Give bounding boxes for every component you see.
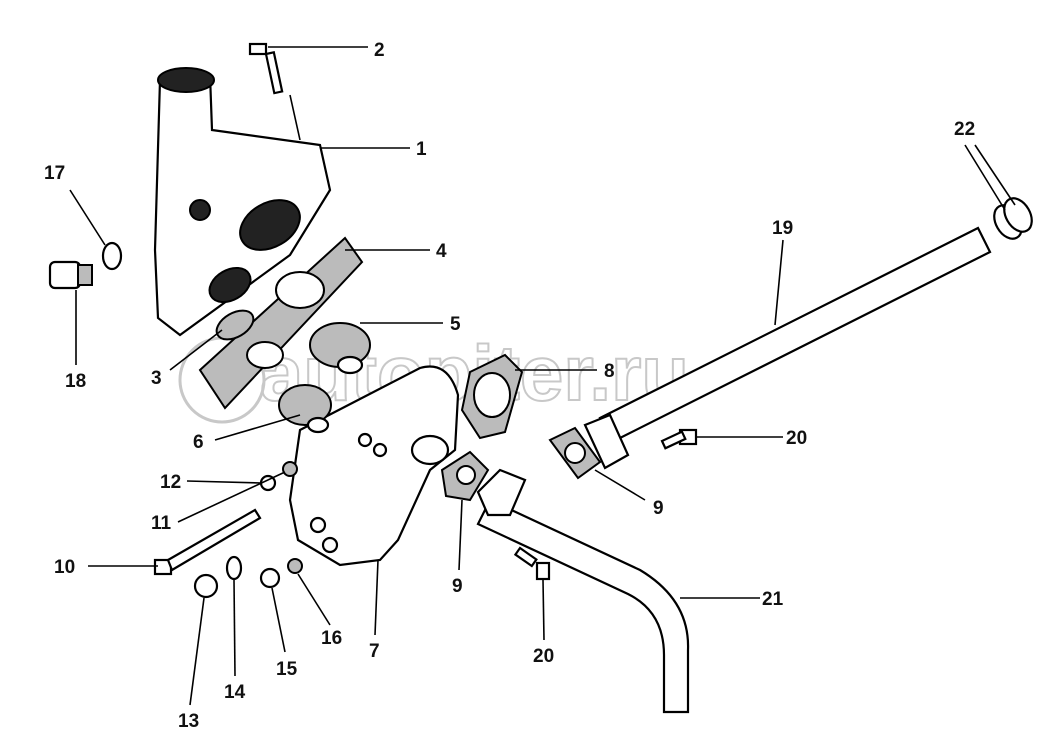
- bolt-20-lower: [513, 546, 551, 581]
- callout-9-right: 9: [653, 498, 664, 519]
- pipe-21: [476, 498, 690, 714]
- plug-18: [48, 260, 93, 290]
- washer-16: [287, 558, 303, 574]
- seal-3: [215, 309, 255, 341]
- plug-13: [193, 573, 219, 599]
- bolt-10: [153, 508, 262, 576]
- callout-20-upper: 20: [786, 428, 807, 449]
- callout-13: 13: [178, 711, 199, 732]
- callout-18: 18: [65, 371, 86, 392]
- flange-21: [476, 468, 527, 517]
- callout-2: 2: [374, 40, 385, 61]
- washer-12: [282, 461, 298, 477]
- callout-5: 5: [450, 314, 461, 335]
- callout-labels: 1 2 3 4 5 6 7 8 9 9 10 11 12 13 14 15 16…: [44, 40, 975, 732]
- callout-9-lower: 9: [452, 576, 463, 597]
- thermostat-5: [309, 322, 371, 375]
- callout-19: 19: [772, 218, 793, 239]
- thermostat-6: [278, 384, 332, 434]
- callout-20-lower: 20: [533, 646, 554, 667]
- callout-16: 16: [321, 628, 342, 649]
- callout-22: 22: [954, 119, 975, 140]
- housing-7: [288, 365, 460, 567]
- callout-6: 6: [193, 432, 204, 453]
- callout-11: 11: [151, 513, 172, 534]
- callout-21: 21: [762, 589, 784, 610]
- leader-lines: [69, 46, 1016, 706]
- callout-1: 1: [416, 139, 427, 160]
- callout-10: 10: [54, 557, 75, 578]
- callout-3: 3: [151, 368, 162, 389]
- washer-17: [101, 241, 123, 271]
- bolt-20-upper: [660, 428, 698, 450]
- flange-19: [583, 413, 630, 470]
- washer-14: [225, 555, 243, 581]
- callout-7: 7: [369, 641, 380, 662]
- bolt-2: [248, 42, 284, 95]
- clamp-rings-22: [993, 197, 1033, 240]
- callout-8: 8: [604, 361, 615, 382]
- callout-12: 12: [160, 472, 181, 493]
- callout-17: 17: [44, 163, 65, 184]
- plug-15: [259, 567, 281, 589]
- callout-14: 14: [224, 682, 246, 703]
- housing-1: [153, 73, 332, 337]
- callout-4: 4: [436, 241, 447, 262]
- callout-15: 15: [276, 659, 298, 680]
